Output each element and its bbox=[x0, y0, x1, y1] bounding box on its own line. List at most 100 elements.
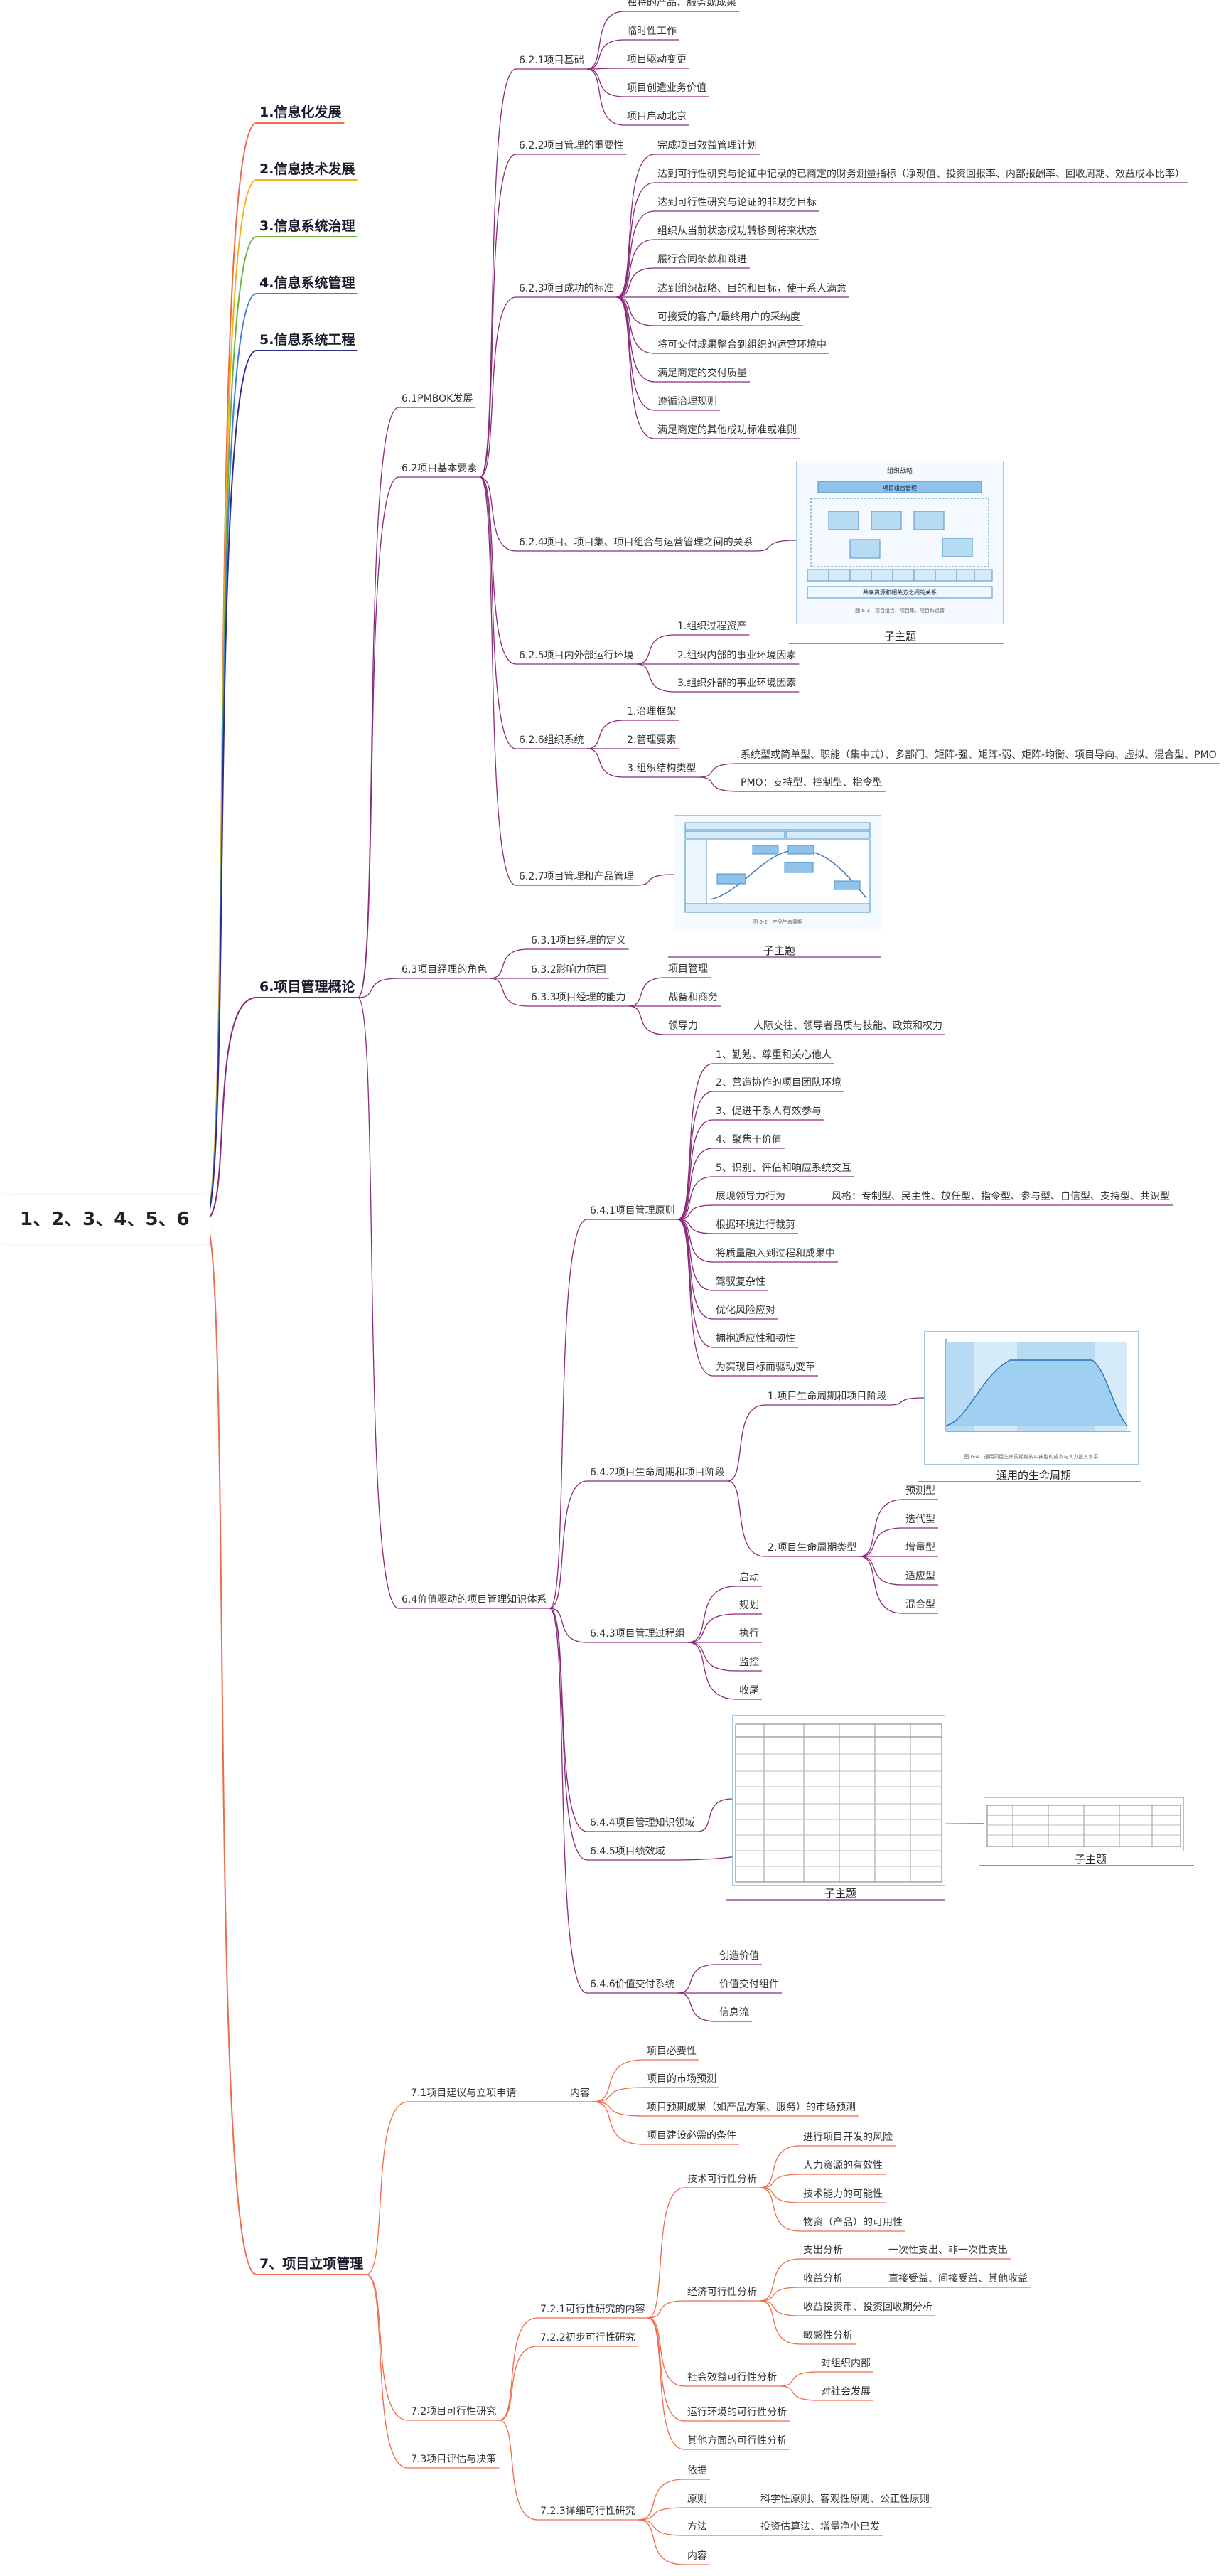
subtopic-n721b4[interactable]: 敏感性分析 bbox=[803, 2330, 853, 2341]
subtopic-n626c1[interactable]: 系统型或简单型、职能（集中式）、多部门、矩阵-强、矩阵-弱、矩阵-均衡、项目导向… bbox=[741, 749, 1217, 761]
subtopic-n626a[interactable]: 1.治理框架 bbox=[627, 706, 677, 717]
subtopic-n641b[interactable]: 2、营造协作的项目团队环境 bbox=[716, 1077, 841, 1089]
subtopic-n621b[interactable]: 临时性工作 bbox=[627, 26, 677, 37]
subtopic-n621e[interactable]: 项目启动北京 bbox=[627, 111, 687, 122]
subtopic-n721a3[interactable]: 技术能力的可能性 bbox=[803, 2188, 883, 2200]
subtopic-n721a2[interactable]: 人力资源的有效性 bbox=[803, 2160, 883, 2171]
subtopic-n642b[interactable]: 2.项目生命周期类型 bbox=[768, 1542, 857, 1554]
subtopic-n623a[interactable]: 完成项目效益管理计划 bbox=[657, 140, 757, 151]
subtopic-n62[interactable]: 6.2项目基本要素 bbox=[402, 463, 478, 474]
subtopic-n721b1x[interactable]: 一次性支出、非一次性支出 bbox=[888, 2245, 1008, 2256]
subtopic-n626c[interactable]: 3.组织结构类型 bbox=[627, 763, 697, 774]
subtopic-n621[interactable]: 6.2.1项目基础 bbox=[519, 55, 584, 66]
subtopic-n73[interactable]: 7.3项目评估与决策 bbox=[411, 2454, 497, 2465]
subtopic-n64[interactable]: 6.4价值驱动的项目管理知识体系 bbox=[402, 1594, 547, 1605]
subtopic-n721a[interactable]: 技术可行性分析 bbox=[687, 2174, 757, 2185]
subtopic-n623i[interactable]: 满足商定的交付质量 bbox=[657, 368, 747, 379]
subtopic-n643d[interactable]: 监控 bbox=[739, 1657, 759, 1668]
subtopic-n641d[interactable]: 4、聚焦于价值 bbox=[716, 1134, 782, 1145]
subtopic-n72[interactable]: 7.2项目可行性研究 bbox=[411, 2406, 497, 2417]
subtopic-n626c2[interactable]: PMO：支持型、控制型、指令型 bbox=[741, 777, 883, 789]
subtopic-n625b[interactable]: 2.组织内部的事业环境因素 bbox=[677, 650, 797, 661]
main-topic-t4[interactable]: 4.信息系统管理 bbox=[259, 275, 355, 291]
subtopic-n641k[interactable]: 拥抱适应性和韧性 bbox=[716, 1333, 795, 1345]
subtopic-n633b[interactable]: 战备和商务 bbox=[668, 992, 718, 1003]
subtopic-n63[interactable]: 6.3项目经理的角色 bbox=[402, 964, 488, 976]
subtopic-n633c[interactable]: 领导力 bbox=[668, 1020, 698, 1032]
subtopic-n621d[interactable]: 项目创造业务价值 bbox=[627, 82, 706, 94]
subtopic-n642b4[interactable]: 适应型 bbox=[905, 1571, 935, 1582]
subtopic-n642[interactable]: 6.4.2项目生命周期和项目阶段 bbox=[590, 1467, 725, 1478]
subtopic-n723b[interactable]: 原则 bbox=[687, 2494, 707, 2505]
subtopic-n625a[interactable]: 1.组织过程资产 bbox=[677, 621, 747, 632]
subtopic-n723c1[interactable]: 投资估算法、增量净小已发 bbox=[760, 2521, 880, 2533]
subtopic-n721c1[interactable]: 对组织内部 bbox=[821, 2358, 871, 2369]
subtopic-n642b3[interactable]: 增量型 bbox=[905, 1542, 935, 1554]
subtopic-n646c[interactable]: 信息流 bbox=[719, 2007, 749, 2019]
subtopic-n643[interactable]: 6.4.3项目管理过程组 bbox=[590, 1628, 685, 1640]
subtopic-n723d[interactable]: 内容 bbox=[687, 2550, 707, 2562]
subtopic-n723a[interactable]: 依据 bbox=[687, 2465, 707, 2476]
subtopic-n625c[interactable]: 3.组织外部的事业环境因素 bbox=[677, 678, 797, 689]
main-topic-t1[interactable]: 1.信息化发展 bbox=[259, 105, 342, 120]
subtopic-n626[interactable]: 6.2.6组织系统 bbox=[519, 734, 584, 746]
subtopic-n623e[interactable]: 履行合同条款和跳进 bbox=[657, 254, 747, 265]
subtopic-n721a1[interactable]: 进行项目开发的风险 bbox=[803, 2132, 893, 2143]
subtopic-n641h[interactable]: 将质量融入到过程和成果中 bbox=[716, 1248, 835, 1259]
subtopic-n633[interactable]: 6.3.3项目经理的能力 bbox=[531, 992, 626, 1003]
root-topic[interactable]: 1、2、3、4、5、6 bbox=[0, 1195, 210, 1244]
subtopic-n646b[interactable]: 价值交付组件 bbox=[719, 1979, 779, 1990]
subtopic-n723[interactable]: 7.2.3详细可行性研究 bbox=[540, 2506, 635, 2517]
subtopic-n641j[interactable]: 优化风险应对 bbox=[716, 1305, 775, 1316]
subtopic-n623k[interactable]: 满足商定的其他成功标准或准则 bbox=[657, 424, 797, 436]
subtopic-n623d[interactable]: 组织从当前状态成功转移到将来状态 bbox=[657, 225, 817, 237]
subtopic-n721d[interactable]: 运行环境的可行性分析 bbox=[687, 2407, 787, 2418]
subtopic-n71a4[interactable]: 项目建设必需的条件 bbox=[647, 2130, 736, 2142]
subtopic-n625[interactable]: 6.2.5项目内外部运行环境 bbox=[519, 650, 634, 661]
subtopic-n623b[interactable]: 达到可行性研究与论证中记录的已商定的财务测量指标（净现值、投资回报率、内部报酬率… bbox=[657, 169, 1185, 180]
main-topic-t5[interactable]: 5.信息系统工程 bbox=[259, 332, 355, 348]
subtopic-n641[interactable]: 6.4.1项目管理原则 bbox=[590, 1205, 675, 1217]
subtopic-n641a[interactable]: 1、勤勉、尊重和关心他人 bbox=[716, 1049, 832, 1061]
subtopic-n71a2[interactable]: 项目的市场预测 bbox=[647, 2073, 716, 2085]
subtopic-n641l[interactable]: 为实现目标而驱动变革 bbox=[716, 1362, 815, 1373]
subtopic-n632[interactable]: 6.3.2影响力范围 bbox=[531, 964, 606, 976]
main-topic-t6[interactable]: 6.项目管理概论 bbox=[259, 979, 355, 995]
subtopic-n721[interactable]: 7.2.1可行性研究的内容 bbox=[540, 2304, 645, 2315]
subtopic-n71a[interactable]: 内容 bbox=[570, 2088, 590, 2099]
subtopic-n641c[interactable]: 3、促进干系人有效参与 bbox=[716, 1106, 822, 1117]
subtopic-n642b2[interactable]: 迭代型 bbox=[905, 1514, 935, 1525]
subtopic-n641e[interactable]: 5、识别、评估和响应系统交互 bbox=[716, 1163, 851, 1174]
subtopic-n646[interactable]: 6.4.6价值交付系统 bbox=[590, 1979, 675, 1990]
subtopic-n71[interactable]: 7.1项目建议与立项申请 bbox=[411, 2088, 517, 2099]
subtopic-n644[interactable]: 6.4.4项目管理知识领域 bbox=[590, 1817, 695, 1829]
subtopic-n721c2[interactable]: 对社会发展 bbox=[821, 2386, 871, 2398]
subtopic-n722[interactable]: 7.2.2初步可行性研究 bbox=[540, 2332, 635, 2343]
subtopic-n61[interactable]: 6.1PMBOK发展 bbox=[402, 393, 473, 405]
subtopic-n721b2[interactable]: 收益分析 bbox=[803, 2273, 843, 2284]
subtopic-n623h[interactable]: 将可交付成果整合到组织的运营环境中 bbox=[657, 339, 827, 351]
subtopic-n624[interactable]: 6.2.4项目、项目集、项目组合与运营管理之间的关系 bbox=[519, 537, 753, 548]
main-topic-t2[interactable]: 2.信息技术发展 bbox=[259, 161, 355, 177]
subtopic-n642b1[interactable]: 预测型 bbox=[905, 1485, 935, 1497]
subtopic-n643b[interactable]: 规划 bbox=[739, 1600, 759, 1611]
subtopic-n643c[interactable]: 执行 bbox=[739, 1628, 759, 1640]
subtopic-n626b[interactable]: 2.管理要素 bbox=[627, 734, 677, 746]
subtopic-n623c[interactable]: 达到可行性研究与论证的非财务目标 bbox=[657, 197, 817, 208]
subtopic-n721c[interactable]: 社会效益可行性分析 bbox=[687, 2372, 777, 2383]
subtopic-n721e[interactable]: 其他方面的可行性分析 bbox=[687, 2435, 787, 2447]
subtopic-n633a[interactable]: 项目管理 bbox=[668, 963, 708, 975]
subtopic-n641f1[interactable]: 风格：专制型、民主性、放任型、指令型、参与型、自信型、支持型、共识型 bbox=[832, 1191, 1170, 1202]
subtopic-n646a[interactable]: 创造价值 bbox=[719, 1950, 759, 1962]
subtopic-n623g[interactable]: 可接受的客户/最终用户的采纳度 bbox=[657, 311, 800, 323]
subtopic-n633c1[interactable]: 人际交往、领导者品质与技能、政策和权力 bbox=[753, 1020, 942, 1032]
subtopic-n721b2x[interactable]: 直接受益、间接受益、其他收益 bbox=[888, 2273, 1028, 2284]
subtopic-n623[interactable]: 6.2.3项目成功的标准 bbox=[519, 283, 614, 294]
main-topic-t7[interactable]: 7、项目立项管理 bbox=[259, 2256, 364, 2272]
subtopic-n631[interactable]: 6.3.1项目经理的定义 bbox=[531, 935, 626, 946]
subtopic-n623j[interactable]: 遵循治理规则 bbox=[657, 396, 717, 407]
subtopic-n622[interactable]: 6.2.2项目管理的重要性 bbox=[519, 140, 624, 151]
subtopic-n641g[interactable]: 根据环境进行裁剪 bbox=[716, 1219, 795, 1231]
subtopic-n642b5[interactable]: 混合型 bbox=[905, 1599, 935, 1610]
subtopic-n621a[interactable]: 独特的产品、服务或成果 bbox=[627, 0, 736, 9]
